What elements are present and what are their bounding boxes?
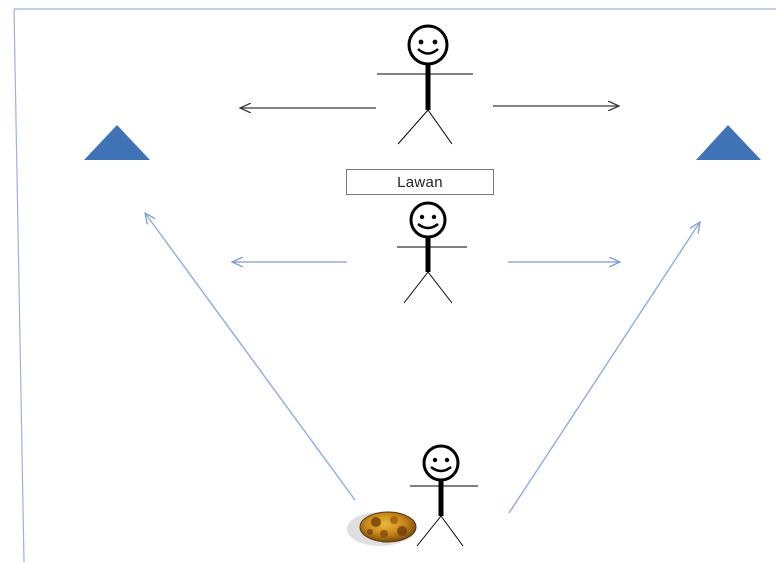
right-cone-icon <box>696 125 761 160</box>
ball-icon <box>347 511 417 546</box>
opponent-stick-figure-icon <box>397 201 467 304</box>
left-diagonal-pass-arrow <box>145 213 356 501</box>
right-diagonal-pass-arrow <box>508 222 700 514</box>
field-frame <box>13 8 776 562</box>
frame-left-line <box>13 8 25 562</box>
opponent-label: Lawan <box>346 169 494 195</box>
top-player-stick-figure-icon <box>377 24 473 145</box>
bottom-player-stick-figure-icon <box>410 444 478 547</box>
left-cone-icon <box>84 125 150 160</box>
